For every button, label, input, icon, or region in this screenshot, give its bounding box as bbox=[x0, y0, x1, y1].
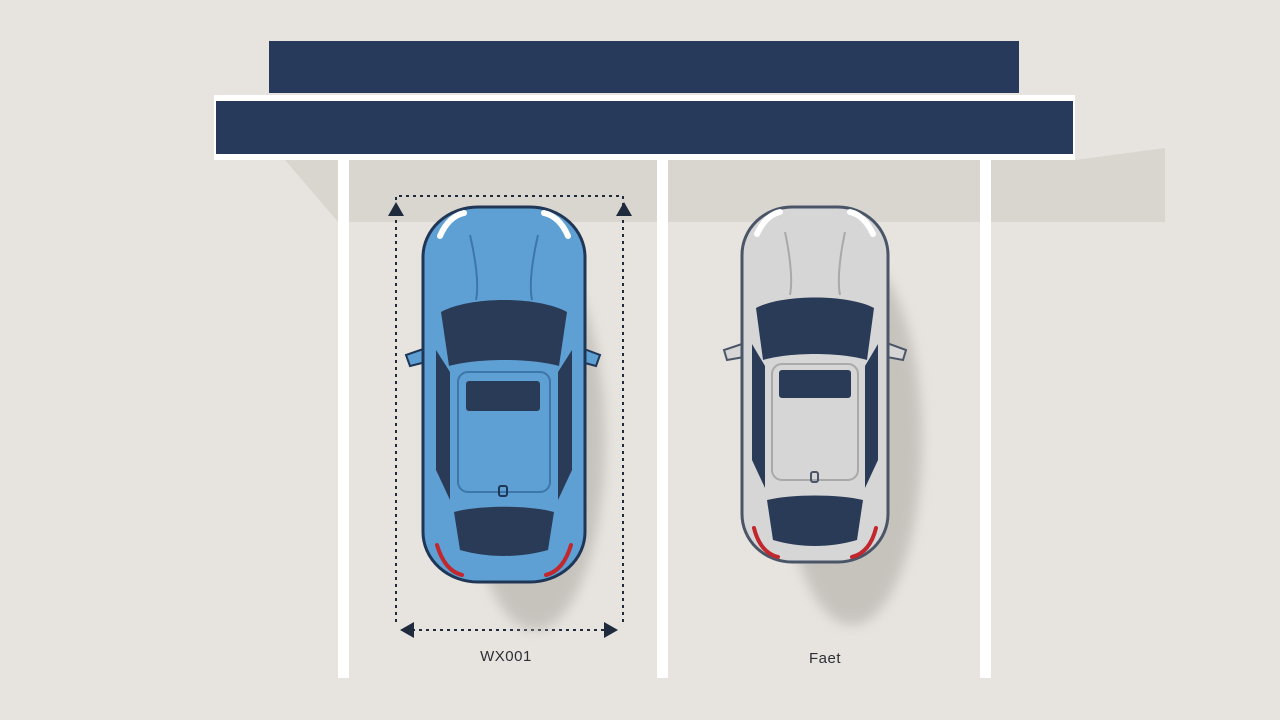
support-post-right bbox=[980, 160, 991, 678]
bay-label-left: WX001 bbox=[480, 648, 532, 665]
car-silver bbox=[722, 205, 922, 625]
car-blue bbox=[404, 205, 605, 630]
dimension-markers bbox=[388, 195, 632, 638]
roof-upper-panel bbox=[269, 41, 1019, 93]
support-post-middle bbox=[657, 160, 668, 678]
support-post-left bbox=[338, 160, 349, 678]
bay-label-right: Faet bbox=[808, 650, 842, 667]
roof-shadow bbox=[285, 148, 1165, 222]
